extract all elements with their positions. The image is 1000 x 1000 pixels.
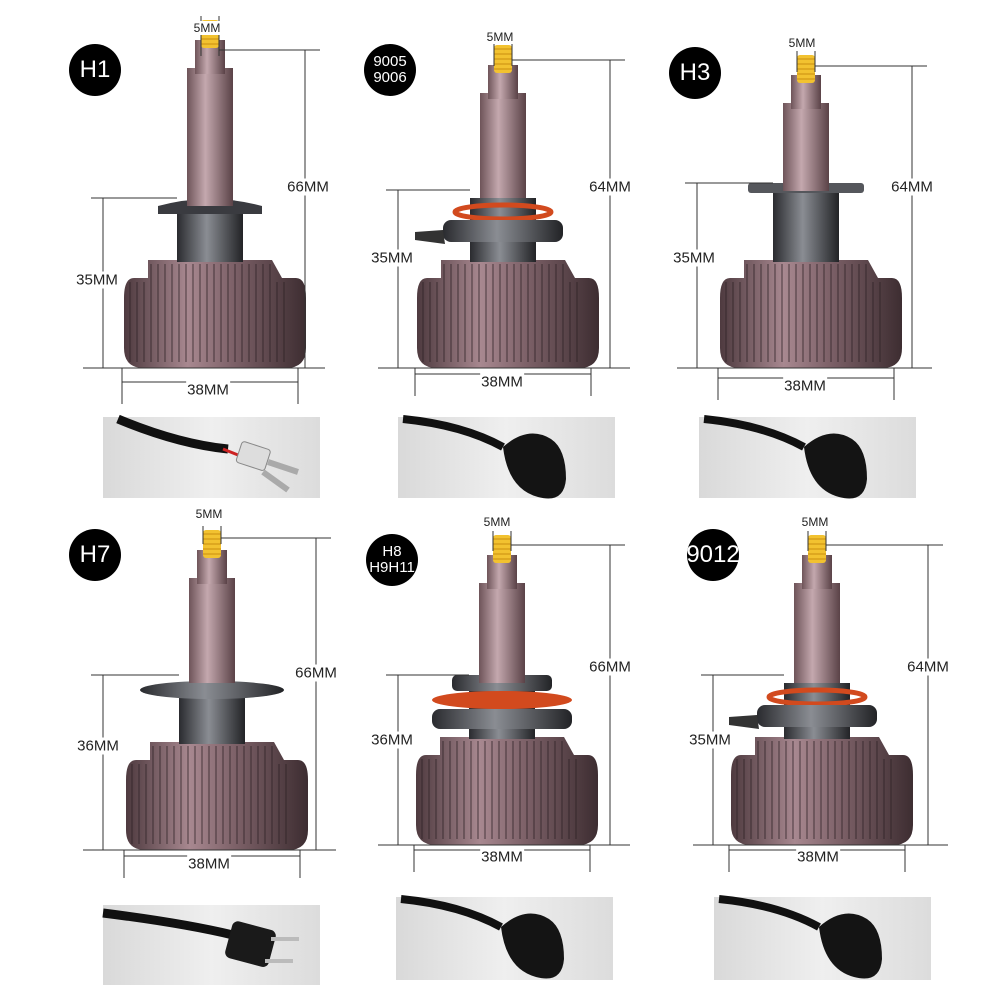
heatsink	[731, 737, 913, 845]
led-chip-icon	[494, 45, 512, 73]
collar	[469, 683, 535, 739]
model-label: H9H11	[369, 559, 415, 576]
socket-base	[443, 220, 563, 242]
shaft-neck	[197, 550, 227, 584]
seal-ring-icon	[432, 691, 572, 709]
shaft	[794, 583, 840, 683]
led-chip-icon	[493, 535, 511, 563]
total-length-label: 66MM	[294, 664, 338, 682]
connector-photo	[714, 897, 931, 980]
diameter-label: 38MM	[187, 855, 231, 873]
shaft	[480, 93, 526, 198]
led-chip-icon	[203, 530, 221, 558]
locking-tab	[729, 715, 759, 729]
bulb-drawing	[720, 55, 902, 368]
socket-top	[452, 675, 552, 691]
base-height-label: 36MM	[370, 731, 414, 749]
led-width-label: 5MM	[485, 30, 515, 44]
socket-base	[432, 709, 572, 729]
total-length-label: 64MM	[906, 658, 950, 676]
model-label: H3	[679, 59, 711, 87]
socket-base	[757, 705, 877, 727]
led-chip-icon	[797, 55, 815, 83]
heatsink	[720, 260, 902, 368]
connector-photo	[398, 417, 615, 498]
model-label: H7	[79, 541, 111, 569]
connector-photo	[103, 905, 320, 985]
socket-lip	[748, 183, 864, 193]
shaft	[479, 583, 525, 683]
shaft	[783, 103, 829, 191]
bulb-drawing	[416, 535, 598, 845]
seal-ring-icon	[452, 202, 554, 222]
led-width-label: 5MM	[800, 515, 830, 529]
model-label: 9012	[686, 541, 740, 569]
seal-ring-icon	[766, 687, 868, 707]
model-badge: H1	[69, 44, 121, 96]
connector-photo	[699, 417, 916, 498]
diameter-label: 38MM	[480, 848, 524, 866]
base-height-label: 35MM	[672, 249, 716, 267]
collar	[784, 683, 850, 739]
heatsink	[124, 260, 306, 368]
model-badge: H3	[669, 47, 721, 99]
bulb-drawing	[415, 45, 599, 368]
model-label: H1	[79, 56, 111, 84]
led-width-label: 5MM	[787, 36, 817, 50]
shaft-neck	[488, 65, 518, 99]
connector-photo	[103, 417, 320, 498]
shaft-neck	[195, 40, 225, 74]
base-height-label: 35MM	[688, 731, 732, 749]
shaft-neck	[802, 555, 832, 589]
collar	[773, 191, 839, 262]
led-width-label: 5MM	[482, 515, 512, 529]
diameter-label: 38MM	[186, 381, 230, 399]
collar	[177, 206, 243, 262]
diameter-label: 38MM	[796, 848, 840, 866]
connector-photo	[396, 897, 613, 980]
heatsink	[417, 260, 599, 368]
model-badge: H7	[69, 529, 121, 581]
shaft	[187, 68, 233, 206]
model-label: H8	[382, 543, 402, 561]
model-label: 9005	[373, 53, 407, 71]
bulb-drawing	[126, 530, 308, 850]
led-width-label: 5MM	[192, 21, 222, 35]
heatsink	[126, 742, 308, 850]
total-length-label: 66MM	[588, 658, 632, 676]
bulb-drawing	[124, 20, 306, 368]
base-height-label: 35MM	[370, 249, 414, 267]
total-length-label: 66MM	[286, 178, 330, 196]
locking-tab	[415, 230, 445, 244]
shaft-neck	[487, 555, 517, 589]
bulb-drawing	[729, 535, 913, 845]
led-width-label: 5MM	[194, 507, 224, 521]
diameter-label: 38MM	[783, 377, 827, 395]
base-height-label: 35MM	[75, 271, 119, 289]
total-length-label: 64MM	[890, 178, 934, 196]
diameter-label: 38MM	[480, 373, 524, 391]
collar	[470, 198, 536, 262]
base-height-label: 36MM	[76, 737, 120, 755]
total-length-label: 64MM	[588, 178, 632, 196]
model-badge: 9012	[686, 529, 740, 581]
heatsink	[416, 737, 598, 845]
flange	[140, 681, 284, 699]
shaft-neck	[791, 75, 821, 109]
collar	[179, 683, 245, 744]
shaft	[189, 578, 235, 683]
model-label: 9006	[373, 69, 407, 86]
collar-cup	[158, 199, 262, 214]
led-chip-icon	[808, 535, 826, 563]
